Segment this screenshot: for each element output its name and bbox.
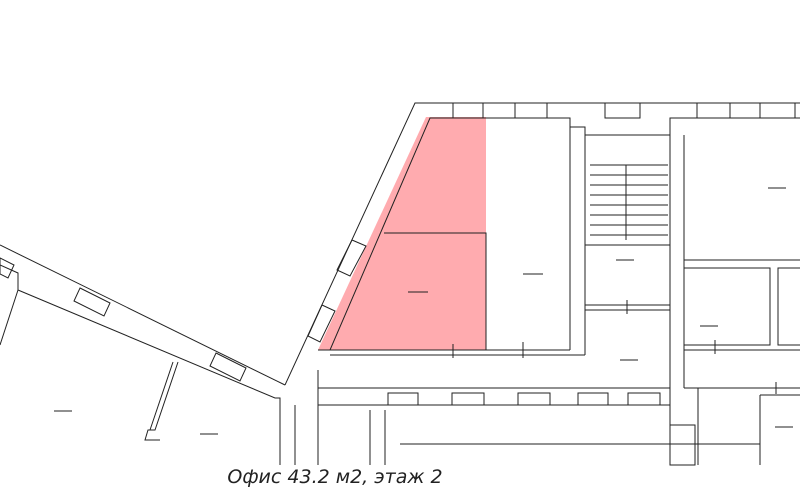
walls xyxy=(0,102,800,466)
staircase xyxy=(590,164,668,240)
plan-caption: Офис 43.2 м2, этаж 2 xyxy=(227,466,443,488)
